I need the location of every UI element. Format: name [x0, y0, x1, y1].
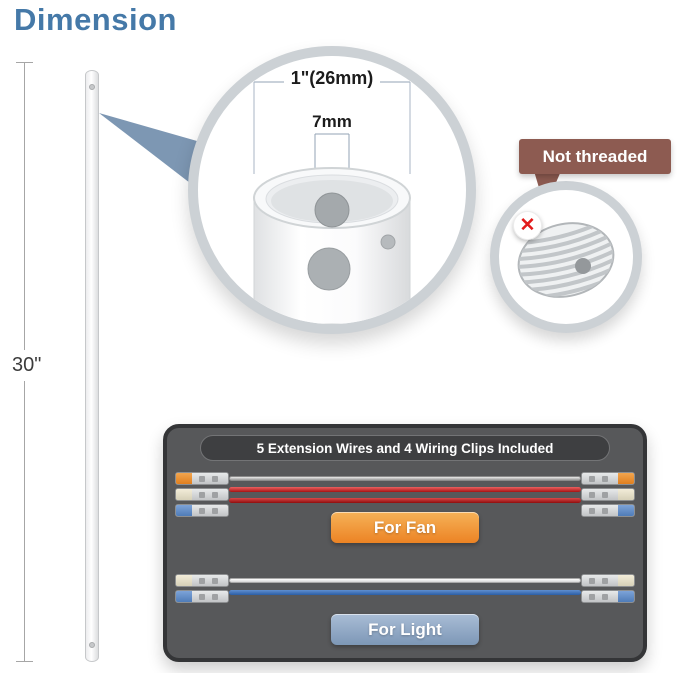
clip-lever-orange [176, 473, 192, 484]
fan-wire-red [229, 487, 581, 492]
clip-lever-cream [176, 575, 192, 586]
clip-body [582, 473, 618, 484]
clip-body [582, 575, 618, 586]
clip-lever-cream [176, 489, 192, 500]
clip-lever-cream [618, 489, 634, 500]
wire-clip [175, 472, 229, 485]
wire-clip-group-fan-right [581, 472, 635, 517]
wire-clip [175, 504, 229, 517]
wire-clip-group-light-right [581, 574, 635, 603]
rod-end-illustration [253, 81, 411, 324]
fan-wire-gray [229, 476, 581, 481]
clip-body [192, 473, 228, 484]
not-threaded-callout: Not threaded [519, 139, 671, 174]
rod-hole-bottom [89, 642, 95, 648]
outer-diameter-label: 1"(26mm) [198, 68, 466, 89]
wiring-panel: 5 Extension Wires and 4 Wiring Clips Inc… [163, 424, 647, 662]
wire-clip [175, 574, 229, 587]
inner-hole-label: 7mm [198, 112, 466, 132]
for-fan-badge: For Fan [331, 512, 479, 543]
not-threaded-label: Not threaded [542, 146, 648, 166]
wire-clip [581, 574, 635, 587]
clip-body [192, 591, 228, 602]
wire-clip [581, 590, 635, 603]
clip-lever-blue [618, 591, 634, 602]
wire-clip [175, 590, 229, 603]
clip-body [582, 489, 618, 500]
clip-body [192, 575, 228, 586]
wire-clip [581, 472, 635, 485]
clip-lever-blue [176, 505, 192, 516]
clip-body [582, 505, 618, 516]
fan-wire-red-2 [229, 498, 581, 503]
wiring-panel-header: 5 Extension Wires and 4 Wiring Clips Inc… [200, 435, 610, 461]
wire-clip [581, 488, 635, 501]
clip-lever-cream [618, 575, 634, 586]
wire-clip [581, 504, 635, 517]
zoom-detail-circle: 1"(26mm) 7mm [188, 46, 476, 334]
light-wire-blue [229, 590, 581, 595]
not-threaded-circle [490, 181, 642, 333]
rod-length-label: 30" [9, 350, 45, 381]
wire-clip [175, 488, 229, 501]
downrod [85, 70, 99, 662]
dimension-tick-top [16, 62, 33, 63]
wire-clip-group-light-left [175, 574, 229, 603]
clip-lever-blue [176, 591, 192, 602]
clip-lever-blue [618, 505, 634, 516]
zoom-callout-wedge [99, 113, 197, 183]
red-x-icon: ✕ [513, 211, 542, 240]
wire-clip-group-fan-left [175, 472, 229, 517]
threaded-pipe-illustration [510, 216, 622, 301]
clip-body [582, 591, 618, 602]
rod-hole-top [89, 84, 95, 90]
figure-title: Dimension [14, 2, 177, 37]
clip-lever-orange [618, 473, 634, 484]
dimension-tick-bottom [16, 661, 33, 662]
clip-body [192, 505, 228, 516]
clip-body [192, 489, 228, 500]
for-light-badge: For Light [331, 614, 479, 645]
light-wire-white [229, 578, 581, 583]
